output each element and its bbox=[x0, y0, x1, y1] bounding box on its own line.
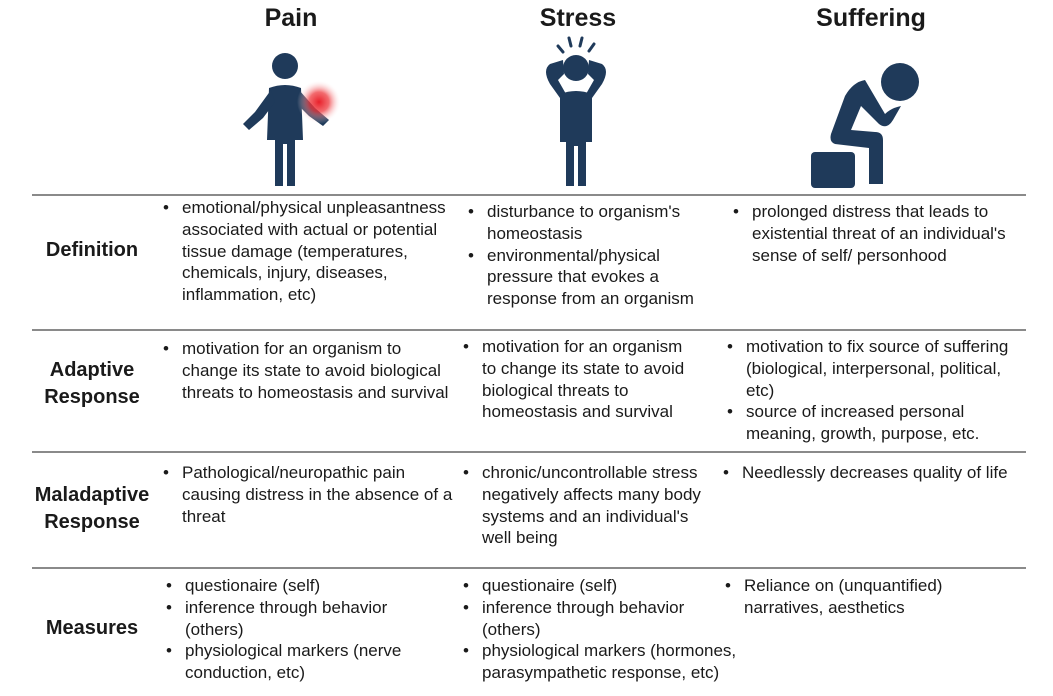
maladaptive-stress-cell: chronic/uncontrollable stress negatively… bbox=[460, 462, 705, 549]
list-item: motivation for an organism to change its… bbox=[160, 338, 452, 403]
adaptive-suffering-cell: motivation to fix source of suffering (b… bbox=[724, 336, 1024, 445]
list-item: motivation to fix source of suffering (b… bbox=[724, 336, 1024, 401]
list-item: Needlessly decreases quality of life bbox=[720, 462, 1010, 484]
list-item: inference through behavior (others) bbox=[460, 597, 722, 641]
maladaptive-pain-cell: Pathological/neuropathic pain causing di… bbox=[160, 462, 460, 527]
row-label-maladaptive-response: Maladaptive Response bbox=[34, 484, 150, 533]
maladaptive-suffering-cell: Needlessly decreases quality of life bbox=[720, 462, 1010, 484]
column-title-pain: Pain bbox=[264, 4, 318, 32]
pain-person-icon bbox=[243, 53, 341, 186]
row-label-definition: Definition bbox=[45, 239, 139, 261]
row-label-measures: Measures bbox=[45, 617, 139, 639]
column-title-stress: Stress bbox=[539, 4, 617, 32]
adaptive-pain-cell: motivation for an organism to change its… bbox=[160, 338, 452, 403]
measures-pain-cell: questionaire (self) inference through be… bbox=[163, 575, 443, 684]
list-item: source of increased personal meaning, gr… bbox=[724, 401, 1024, 445]
stress-person-icon bbox=[546, 36, 606, 186]
list-item: physiological markers (hormones, parasym… bbox=[460, 640, 790, 684]
list-item: emotional/physical unpleasantness associ… bbox=[160, 197, 460, 306]
adaptive-stress-cell: motivation for an organism to change its… bbox=[460, 336, 700, 423]
measures-suffering-cell: Reliance on (unquantified) narratives, a… bbox=[722, 575, 1002, 619]
row-divider bbox=[32, 194, 1026, 196]
row-divider bbox=[32, 451, 1026, 453]
list-item: prolonged distress that leads to existen… bbox=[730, 201, 1025, 266]
list-item: chronic/uncontrollable stress negatively… bbox=[460, 462, 705, 549]
row-label-adaptive-response: Adaptive Response bbox=[44, 359, 140, 408]
definition-stress-cell: disturbance to organism's homeostasis en… bbox=[465, 201, 730, 310]
list-item: inference through behavior (others) bbox=[163, 597, 443, 641]
list-item: questionaire (self) bbox=[163, 575, 443, 597]
list-item: physiological markers (nerve conduction,… bbox=[163, 640, 443, 684]
row-divider bbox=[32, 567, 1026, 569]
row-divider bbox=[32, 329, 1026, 331]
column-title-suffering: Suffering bbox=[816, 4, 926, 32]
list-item: environmental/physical pressure that evo… bbox=[465, 245, 730, 310]
definition-suffering-cell: prolonged distress that leads to existen… bbox=[730, 201, 1025, 266]
suffering-person-icon bbox=[811, 63, 919, 188]
list-item: motivation for an organism to change its… bbox=[460, 336, 700, 423]
list-item: Reliance on (unquantified) narratives, a… bbox=[722, 575, 1002, 619]
list-item: Pathological/neuropathic pain causing di… bbox=[160, 462, 460, 527]
measures-stress-cell: questionaire (self) inference through be… bbox=[460, 575, 790, 684]
list-item: questionaire (self) bbox=[460, 575, 722, 597]
list-item: disturbance to organism's homeostasis bbox=[465, 201, 730, 245]
definition-pain-cell: emotional/physical unpleasantness associ… bbox=[160, 197, 460, 306]
